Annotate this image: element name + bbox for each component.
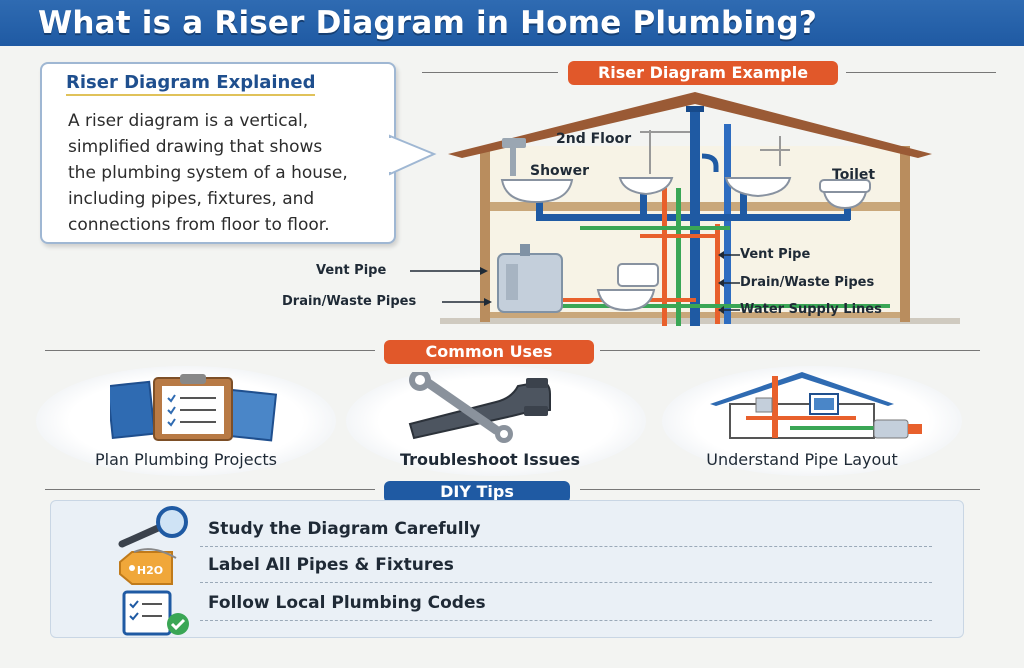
hot-water-line <box>662 188 667 326</box>
secondary-stack-pipe <box>724 124 731 324</box>
callout-arrows-right <box>718 251 740 314</box>
toilet-lower-bowl <box>596 289 656 312</box>
speech-tail <box>388 134 437 176</box>
toilet-lower <box>617 263 659 287</box>
explanation-line: including pipes, fixtures, and <box>68 189 315 209</box>
water-callout-right: Water Supply Lines <box>740 302 882 317</box>
vent-callout-right: Vent Pipe <box>740 247 811 262</box>
explanation-line: connections from floor to floor. <box>68 215 330 235</box>
use-card-layout <box>662 366 962 476</box>
explanation-line: A riser diagram is a vertical, <box>68 111 309 131</box>
tip-text: Label All Pipes & Fixtures <box>208 555 454 575</box>
right-wall <box>900 146 910 322</box>
divider-line <box>45 489 375 490</box>
divider-line <box>846 72 996 73</box>
wrench-pipe-icon <box>408 372 551 443</box>
example-section-label: Riser Diagram Example <box>568 61 838 85</box>
main-stack-pipe <box>690 106 700 326</box>
drain-branch <box>536 214 690 221</box>
divider-line <box>580 489 980 490</box>
explanation-heading: Riser Diagram Explained <box>66 72 316 96</box>
toilet-label: Toilet <box>832 167 876 183</box>
house-pipe-icon <box>710 372 922 439</box>
use-card-troubleshoot <box>346 366 646 476</box>
uses-section-label: Common Uses <box>384 340 594 364</box>
tips-section-label: DIY Tips <box>384 481 570 503</box>
tag-icon-text: H2O <box>137 564 163 577</box>
divider-line <box>45 350 375 351</box>
drain-branch <box>700 214 850 221</box>
use-label-plan: Plan Plumbing Projects <box>94 450 277 469</box>
left-wall <box>480 146 490 322</box>
divider-line <box>600 350 980 351</box>
explanation-line: the plumbing system of a house, <box>68 163 348 183</box>
vent-callout-left: Vent Pipe <box>316 263 387 278</box>
tips-panel <box>50 500 964 638</box>
sink <box>618 177 674 196</box>
sink <box>724 177 792 198</box>
drain-callout-right: Drain/Waste Pipes <box>740 275 875 290</box>
divider-line <box>422 72 558 73</box>
shower-label: Shower <box>530 163 590 179</box>
tip-divider <box>200 546 932 547</box>
cold-water-line <box>676 188 681 326</box>
callout-arrow <box>410 267 488 275</box>
checklist-icon <box>122 590 189 636</box>
title-banner <box>0 0 1024 46</box>
magnifier-icon <box>118 506 188 548</box>
page-title: What is a Riser Diagram in Home Plumbing… <box>38 5 818 41</box>
clipboard-icon <box>110 374 278 442</box>
tag-icon: H2O <box>119 548 177 585</box>
callout-arrow <box>442 298 492 306</box>
explanation-box <box>40 62 396 244</box>
tip-divider <box>200 582 932 583</box>
riser-diagram <box>440 92 960 326</box>
drain-callout-left: Drain/Waste Pipes <box>282 294 417 309</box>
tip-divider <box>200 620 932 621</box>
use-label-troubleshoot: Troubleshoot Issues <box>399 450 581 469</box>
tip-text: Follow Local Plumbing Codes <box>208 593 486 613</box>
explanation-line: simplified drawing that shows <box>68 137 323 157</box>
shower-head <box>502 138 526 148</box>
floor-label: 2nd Floor <box>556 131 632 147</box>
use-label-layout: Understand Pipe Layout <box>706 450 898 469</box>
explanation-text: A riser diagram is a vertical, simplifie… <box>68 108 388 238</box>
shower-basin <box>500 179 574 204</box>
tip-text: Study the Diagram Carefully <box>208 519 481 539</box>
